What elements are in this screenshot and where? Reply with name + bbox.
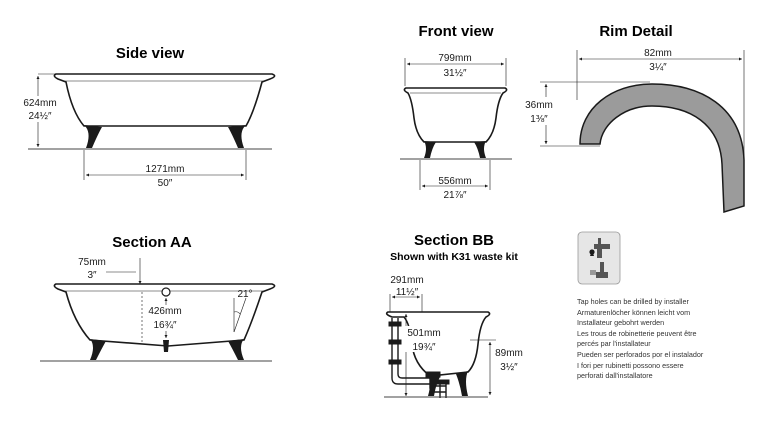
section-bb-foot-right	[456, 371, 468, 396]
section-bb-foot-left	[428, 375, 440, 396]
rim-detail-title: Rim Detail	[599, 23, 672, 40]
front-view-width-mm: 799mm	[438, 53, 471, 64]
tap-note-line: Pueden ser perforados por el instalador	[577, 350, 704, 359]
side-view-length-mm: 1271mm	[146, 164, 185, 175]
section-bb: Section BB Shown with K31 waste kit 291m…	[384, 232, 526, 398]
front-view-title: Front view	[418, 23, 493, 40]
tap-note-line: Les trous de robinetterie peuvent être	[577, 329, 696, 338]
side-view-length-in: 50″	[158, 178, 173, 189]
section-bb-offset-mm: 291mm	[390, 275, 423, 286]
section-aa-foot-right	[228, 339, 244, 360]
side-view-foot-right	[228, 125, 246, 148]
section-aa-drain	[163, 340, 169, 352]
rim-detail-height-mm: 36mm	[525, 100, 553, 111]
section-aa-rim-mm: 75mm	[78, 257, 106, 268]
section-aa-depth-in: 16¾″	[153, 320, 176, 331]
section-bb-title: Section BB	[414, 232, 494, 249]
side-view-foot-left	[84, 125, 102, 148]
section-bb-offset-in: 11½″	[396, 287, 419, 298]
tap-note-line: percés par l'installateur	[577, 339, 651, 348]
front-view-base-in: 21⅞″	[443, 190, 466, 201]
rim-detail-height-in: 1⅜″	[530, 114, 548, 125]
section-aa-depth-mm: 426mm	[148, 306, 181, 317]
front-view-width-in: 31½″	[443, 68, 466, 79]
front-view-foot-right	[474, 141, 486, 158]
side-view-height-mm: 624mm	[23, 98, 56, 109]
front-view-foot-left	[424, 141, 436, 158]
tap-note-line: I fori per rubinetti possono essere	[577, 361, 684, 370]
section-aa-foot-left	[90, 339, 106, 360]
section-aa-overflow	[161, 287, 171, 297]
front-view-tub	[403, 87, 508, 143]
section-aa-angle: 21°	[237, 289, 252, 300]
side-view: Side view 624mm 24½″ 1271mm 50″	[22, 45, 276, 189]
side-view-tub	[53, 73, 276, 127]
tap-hole-icon	[577, 231, 621, 285]
waste-kit-pipe	[388, 318, 450, 398]
front-view: Front view 799mm 31½″ 556mm 21⅞″	[400, 23, 512, 201]
tap-note-line: Tap holes can be drilled by installer	[577, 297, 689, 306]
rim-detail-width-mm: 82mm	[644, 48, 672, 59]
tap-note: Tap holes can be drilled by installer Ar…	[577, 297, 704, 380]
tap-note-line: Installateur gebohrt werden	[577, 318, 664, 327]
front-view-base-mm: 556mm	[438, 176, 471, 187]
section-aa: Section AA 75mm 3″ 426mm 16¾″ 21°	[40, 234, 276, 362]
section-bb-depth-mm: 501mm	[407, 328, 440, 339]
tap-note-line: Armaturenlöcher können leicht vom	[577, 308, 690, 317]
section-bb-floor-mm: 89mm	[495, 348, 523, 359]
side-view-title: Side view	[116, 45, 185, 62]
section-bb-subtitle: Shown with K31 waste kit	[390, 251, 518, 263]
section-bb-depth-in: 19¾″	[412, 342, 435, 353]
rim-detail-width-in: 3¼″	[649, 61, 667, 73]
section-aa-rim-in: 3″	[87, 270, 97, 281]
rim-profile-shape	[579, 83, 745, 213]
section-bb-floor-in: 3½″	[500, 362, 518, 373]
rim-detail: Rim Detail 82mm 3¼″ 36mm 1⅜″	[522, 23, 745, 213]
tap-note-line: perforati dall'installatore	[577, 371, 653, 380]
side-view-height-in: 24½″	[28, 111, 51, 122]
section-aa-title: Section AA	[112, 234, 192, 251]
